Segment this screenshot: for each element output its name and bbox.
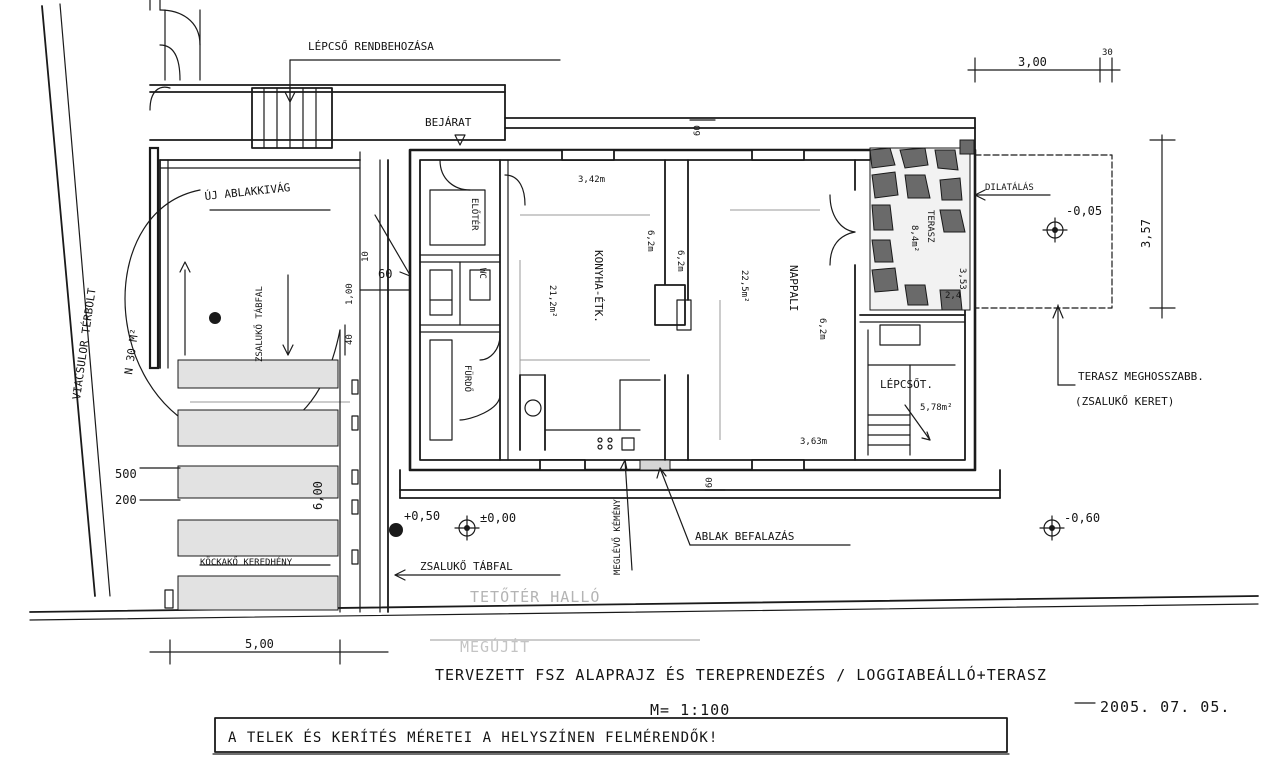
room-wc: WC <box>477 268 487 279</box>
ghost-sketch: TETŐTÉR HALLÓ MEGÚJÍT <box>190 209 820 656</box>
entrance-stair <box>149 84 506 149</box>
label-dilatation: DILATÁLÁS <box>985 181 1034 193</box>
title-block <box>212 702 1096 755</box>
dim-kitchen-area: 21,2m² <box>547 285 557 318</box>
dim-wall-height-2: 6,2m <box>817 318 827 340</box>
level-terrace: -0,05 <box>1066 204 1102 218</box>
dim-small: 2,4 <box>945 291 961 301</box>
dim-wall-height-1: 6,2m <box>645 230 655 252</box>
label-area-note: N 30 M² <box>122 328 141 376</box>
label-new-window: ÚJ ABLAKKIVÁG <box>204 181 291 203</box>
dim-plot-width: 5,00 <box>245 637 274 651</box>
dim-terrace-edge: 30 <box>1102 48 1113 58</box>
drawing-title: TERVEZETT FSZ ALAPRAJZ ÉS TEREPRENDEZÉS … <box>435 665 1047 684</box>
upper-door-swings <box>149 9 506 111</box>
dim-stair-area: 5,78m² <box>920 403 953 413</box>
level-plus-050: +0,50 <box>404 509 440 523</box>
dim-10: 10 <box>361 251 371 262</box>
dim-terrace-depth: 3,57 <box>1139 219 1153 248</box>
label-paving: KÖCKAKŐ KEREDHÉNY <box>200 556 293 568</box>
label-terrace-note-2: (ZSALUKŐ KERET) <box>1075 394 1174 408</box>
ghost-label-1: TETŐTÉR HALLÓ <box>470 586 600 606</box>
dim-living-width: 3,63m <box>800 437 827 447</box>
dim-kitchen-width: 3,42m <box>578 175 605 185</box>
dim-60-mid: 60 <box>378 267 392 281</box>
label-stair-renovation: LÉPCSŐ RENDBEHOZÁSA <box>308 39 434 53</box>
loggia-zone <box>124 146 389 613</box>
level-ground: -0,60 <box>1064 511 1100 525</box>
room-living: NAPPALI <box>787 265 800 311</box>
level-markers <box>389 217 1068 541</box>
interior-walls <box>419 159 966 461</box>
dimension-lines <box>139 57 1176 665</box>
drawing-scale: M= 1:100 <box>650 701 730 719</box>
dim-60-top: 60 <box>693 125 703 136</box>
label-terrace-note-1: TERASZ MEGHOSSZABB. <box>1078 370 1204 383</box>
dim-fence-height: 6,00 <box>311 481 325 510</box>
label-window-infill: ABLAK BEFALAZÁS <box>695 530 794 543</box>
drawing-date: 2005. 07. 05. <box>1100 698 1230 716</box>
dim-200: 200 <box>115 493 137 507</box>
label-entrance: BEJÁRAT <box>425 116 472 129</box>
dim-1-00: 1,00 <box>345 283 355 305</box>
leader-lines <box>199 59 1051 581</box>
dim-wall-height-3: 6,2m <box>675 250 685 272</box>
dim-terrace-small: 3,53 <box>957 268 967 290</box>
terrace-extension <box>974 149 1113 386</box>
ghost-label-2: MEGÚJÍT <box>460 637 530 656</box>
dim-40: 40 <box>345 334 355 345</box>
dim-terrace-width: 3,00 <box>1018 55 1047 69</box>
paving-bands <box>164 359 359 611</box>
dim-60-bottom: 60 <box>705 477 715 488</box>
level-zero: ±0,00 <box>480 511 516 525</box>
room-hall: ELŐTÉR <box>469 198 481 231</box>
label-flue: MEGLÉVŐ KÉMÉNY <box>611 499 623 575</box>
room-terrace: TERASZ <box>925 210 935 243</box>
footer-note: A TELEK ÉS KERÍTÉS MÉRETEI A HELYSZÍNEN … <box>228 728 718 746</box>
room-kitchen: KONYHA-ÉTK. <box>592 250 605 323</box>
room-stair: LÉPCSŐT. <box>880 377 933 391</box>
dim-500: 500 <box>115 467 137 481</box>
terrace-stonework <box>869 139 975 346</box>
room-bath: FÜRDŐ <box>462 365 473 392</box>
label-neighbor: VIACSULOR TÉRBOLT <box>70 287 99 401</box>
dim-terrace-area: 8,4m² <box>909 225 919 252</box>
label-slat-fence-upper: ZSALUKŐ TÁBFAL <box>253 286 265 362</box>
label-slat-fence-lower: ZSALUKŐ TÁBFAL <box>420 559 513 573</box>
dim-living-area: 22,5m² <box>739 270 749 303</box>
